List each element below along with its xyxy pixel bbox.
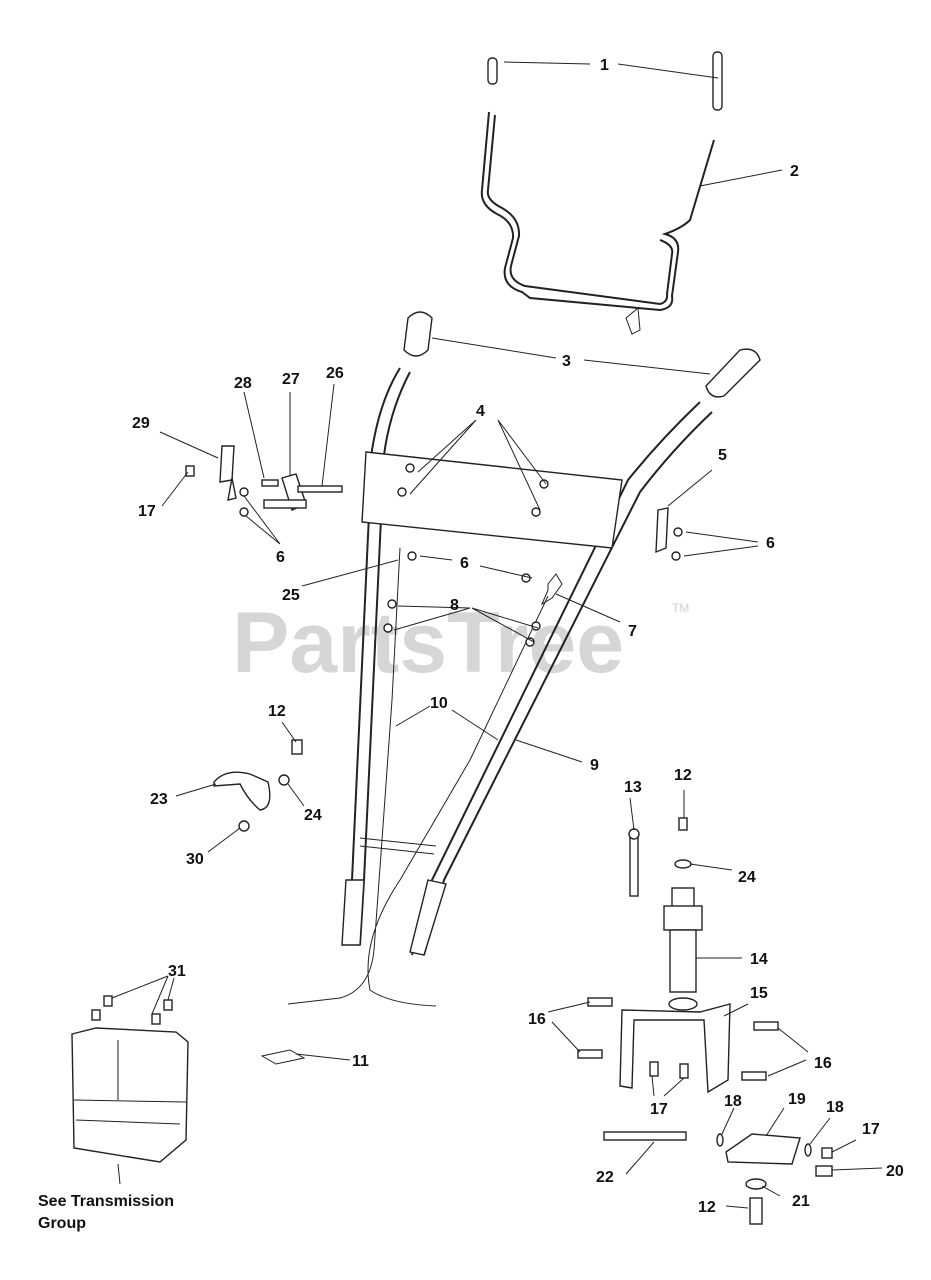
part-main-handle [341,367,713,956]
callout-28: 28 [234,375,252,392]
part-bolt-12b [678,817,688,831]
watermark-trademark: TM [672,601,689,615]
callout-30: 30 [186,851,204,868]
callout-12-left: 12 [268,703,286,720]
callout-2: 2 [790,163,799,180]
callout-7: 7 [628,623,637,640]
callout-9: 9 [590,757,599,774]
part-shaft-13 [628,828,640,897]
callout-17-left: 17 [138,503,156,520]
callout-22: 22 [596,1169,614,1186]
part-plate-bolts [397,463,549,517]
callout-16-right: 16 [814,1055,832,1072]
callout-15: 15 [750,985,768,1002]
callout-17-center: 17 [650,1101,668,1118]
callout-25: 25 [282,587,300,604]
callout-5: 5 [718,447,727,464]
part-transmission-box [71,995,189,1163]
callout-26: 26 [326,365,344,382]
callout-labels: 1 2 3 4 5 6 6 6 7 8 9 10 11 12 12 12 13 … [132,57,904,1216]
callout-20: 20 [886,1163,904,1180]
part-lower-grips [403,311,761,398]
part-cable [287,547,549,1007]
callout-8: 8 [450,597,459,614]
part-upper-handle [480,111,715,312]
callout-24-right: 24 [738,869,756,886]
part-bracket-5 [655,507,683,561]
callout-23: 23 [150,791,168,808]
watermark-text: PartsTree [232,595,624,691]
callout-31: 31 [168,963,186,980]
callout-16-left: 16 [528,1011,546,1028]
part-post-14 [663,887,703,1011]
leader-lines [111,61,883,1209]
callout-1: 1 [600,57,609,74]
note-line-1: See Transmission [38,1193,174,1210]
note-line-2: Group [38,1215,86,1232]
callout-27: 27 [282,371,300,388]
callout-14: 14 [750,951,768,968]
part-grip-sleeves [487,51,723,111]
part-clamp-23 [213,739,303,832]
callout-29: 29 [132,415,150,432]
callout-18-right: 18 [826,1099,844,1116]
callout-3: 3 [562,353,571,370]
part-linkage [185,445,343,517]
callout-17-right: 17 [862,1121,880,1138]
part-bracket-15 [577,997,779,1094]
callout-21: 21 [792,1193,810,1210]
part-washer-24b [674,859,692,869]
callout-12-right: 12 [674,767,692,784]
part-clip-11 [260,1049,306,1065]
part-hardware-bottom [603,1131,833,1225]
callout-6-right: 6 [766,535,775,552]
callout-19: 19 [788,1091,806,1108]
callout-12-bottom: 12 [698,1199,716,1216]
callout-18-left: 18 [724,1093,742,1110]
callout-10: 10 [430,695,448,712]
callout-4: 4 [476,403,485,420]
callout-13: 13 [624,779,642,796]
callout-6-left: 6 [276,549,285,566]
callout-11: 11 [352,1053,369,1070]
part-spring [540,573,563,606]
callout-24-left: 24 [304,807,322,824]
callout-6-center: 6 [460,555,469,572]
